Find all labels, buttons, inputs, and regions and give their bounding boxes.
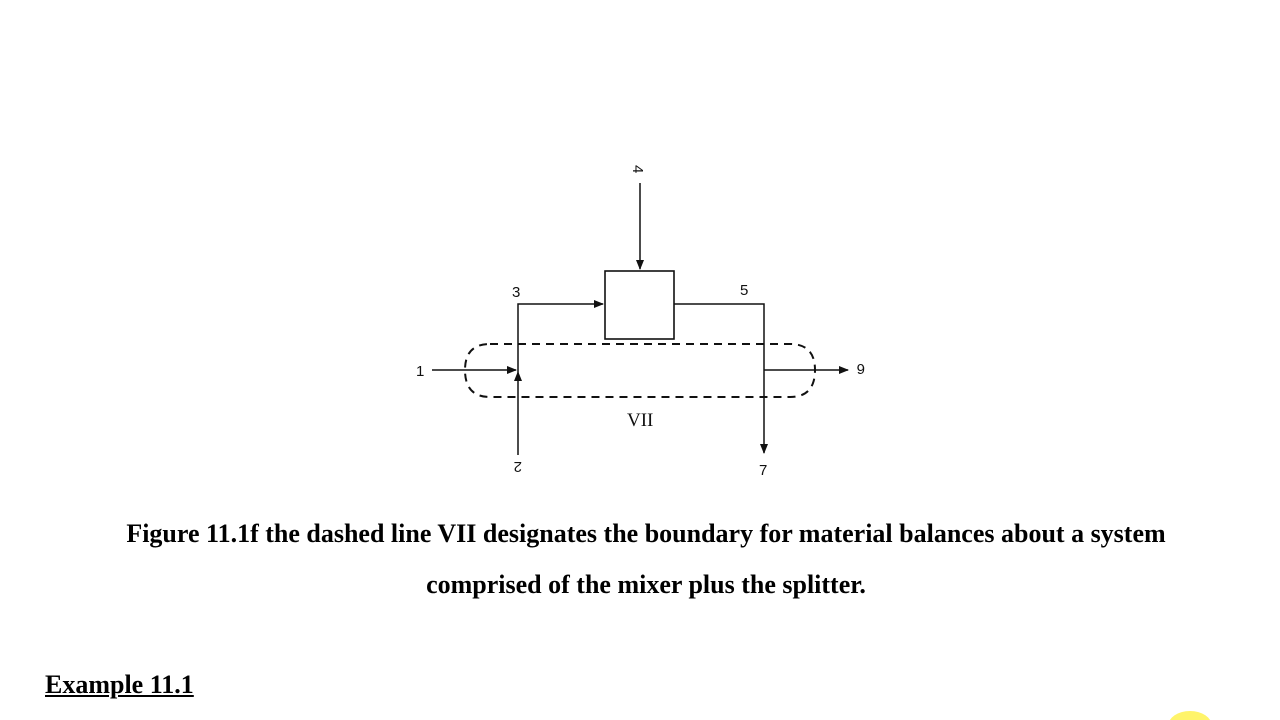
boundary-label: VII [627, 410, 653, 431]
figure-caption-line-2: comprised of the mixer plus the splitter… [426, 570, 866, 599]
system-boundary-dashed [463, 343, 817, 398]
stream-6-label: 6 [857, 360, 865, 377]
stream-3-label: 3 [512, 284, 520, 301]
stream-1-label: 1 [416, 363, 424, 380]
stream-7-label: 7 [759, 462, 767, 479]
stream-4-label: 4 [629, 165, 646, 173]
stream-5-line [674, 303, 765, 370]
flow-diagram: 1 2 3 4 5 6 7 VII [416, 165, 865, 479]
stream-3-line [517, 300, 604, 372]
figure-caption-line-1: Figure 11.1f the dashed line VII designa… [126, 519, 1166, 548]
cursor-highlight [1168, 711, 1212, 720]
figure-caption: Figure 11.1f the dashed line VII designa… [40, 508, 1252, 610]
stream-5-label: 5 [740, 282, 748, 299]
process-unit-box [604, 270, 675, 340]
example-heading: Example 11.1 [45, 670, 194, 699]
stream-2-label: 2 [514, 458, 522, 475]
